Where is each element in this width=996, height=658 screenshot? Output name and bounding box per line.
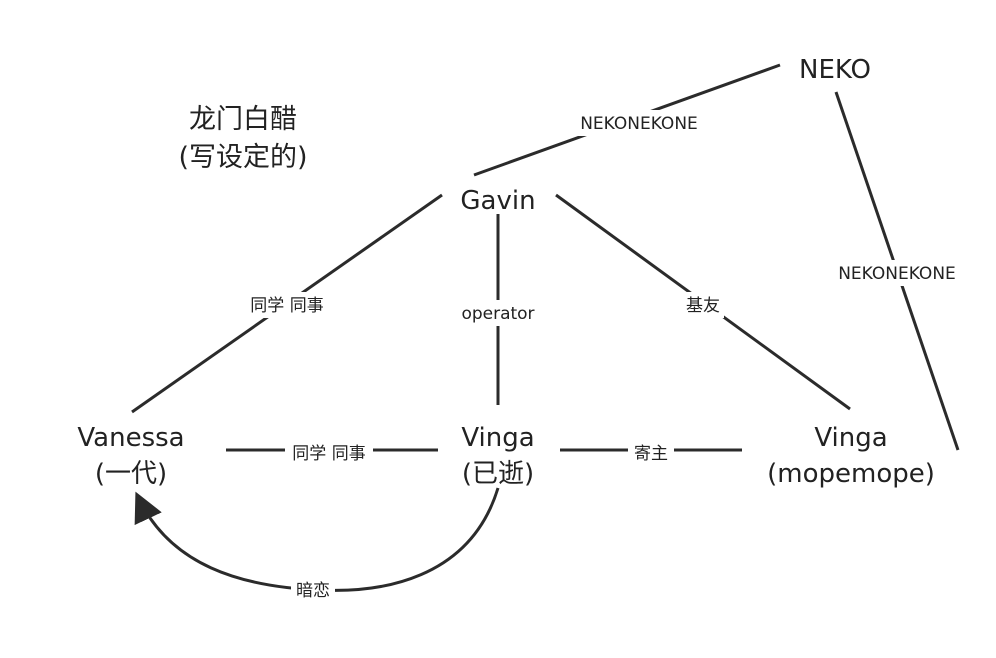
node-vanessa-name: Vanessa	[77, 423, 184, 453]
svg-text:operator: operator	[461, 304, 534, 324]
node-vinga-mopemope-name: Vinga	[814, 423, 887, 453]
edge-vinga-dead-vanessa-arrow	[134, 487, 500, 592]
svg-text:基友: 基友	[686, 296, 720, 316]
title-line-2: (写设定的)	[178, 142, 307, 173]
svg-text:NEKONEKONE: NEKONEKONE	[838, 264, 956, 284]
node-vinga-dead-name: Vinga	[461, 423, 534, 453]
node-neko: NEKO	[799, 55, 871, 85]
diagram-title: 龙门白醋 (写设定的)	[178, 104, 307, 173]
svg-text:寄主: 寄主	[634, 444, 668, 464]
edge-label-gavin-neko: NEKONEKONE	[569, 110, 709, 136]
edge-label-vanessa-vinga-dead: 同学 同事	[285, 440, 373, 466]
node-gavin: Gavin	[460, 186, 535, 216]
node-vinga-mopemope-note: (mopemope)	[767, 459, 935, 489]
edge-label-neko-vinga-mopemope: NEKONEKONE	[827, 260, 967, 286]
edge-label-gavin-vinga-dead: operator	[457, 300, 539, 326]
node-vanessa-note: (一代)	[95, 459, 167, 489]
node-vinga-dead-note: (已逝)	[462, 459, 534, 489]
node-gavin-name: Gavin	[460, 186, 535, 216]
edge-label-gavin-vanessa: 同学 同事	[244, 292, 330, 318]
node-neko-name: NEKO	[799, 55, 871, 85]
node-vanessa: Vanessa (一代)	[77, 423, 184, 489]
svg-text:同学 同事: 同学 同事	[250, 296, 323, 316]
title-line-1: 龙门白醋	[189, 104, 297, 135]
svg-text:同学 同事: 同学 同事	[292, 444, 365, 464]
edge-label-gavin-vinga-mopemope: 基友	[682, 292, 724, 318]
node-vinga-dead: Vinga (已逝)	[461, 423, 534, 489]
svg-text:NEKONEKONE: NEKONEKONE	[580, 114, 698, 134]
svg-text:暗恋: 暗恋	[296, 580, 330, 601]
edge-label-vinga-dead-vinga-mopemope: 寄主	[628, 440, 674, 466]
edge-label-vinga-dead-vanessa: 暗恋	[291, 577, 335, 603]
node-vinga-mopemope: Vinga (mopemope)	[767, 423, 935, 489]
